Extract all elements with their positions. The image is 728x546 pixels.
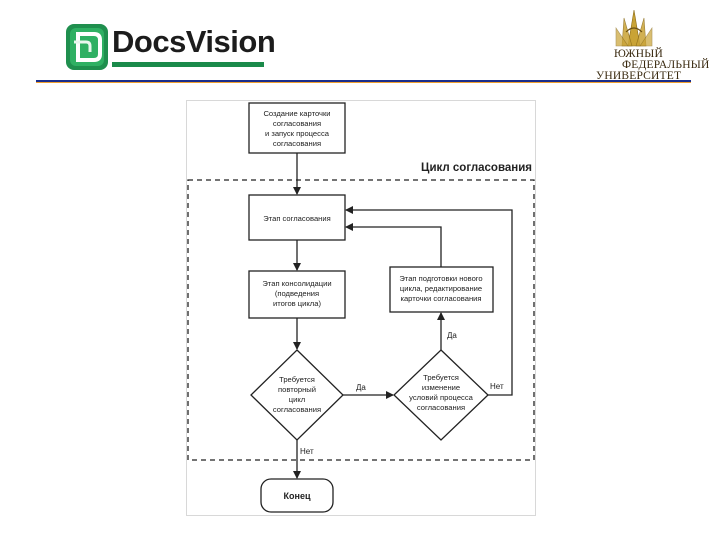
- svg-text:(подведения: (подведения: [275, 289, 319, 298]
- svg-text:согласования: согласования: [417, 403, 465, 412]
- approval-flowchart: Цикл согласования Создание карточки согл…: [186, 100, 536, 516]
- sunburst-emblem-icon: [615, 9, 653, 47]
- docsvision-emblem-icon: [66, 24, 108, 70]
- change-conditions-decision: Требуется изменение условий процесса сог…: [393, 349, 489, 441]
- svg-text:цикла, редактирование: цикла, редактирование: [400, 284, 482, 293]
- header-divider: [36, 80, 691, 83]
- end-terminator: Конец: [260, 478, 334, 513]
- arrow-no-to-stage: [345, 206, 513, 396]
- cycle-region: [187, 179, 535, 461]
- start-box: Создание карточки согласования и запуск …: [248, 102, 346, 154]
- label-yes-change: Да: [447, 331, 457, 340]
- university-line-1: ЮЖНЫЙ: [614, 48, 663, 60]
- svg-text:согласования: согласования: [273, 139, 321, 148]
- cycle-label: Цикл согласования: [421, 162, 532, 174]
- svg-text:согласования: согласования: [273, 119, 321, 128]
- svg-text:согласования: согласования: [273, 405, 321, 414]
- svg-text:Конец: Конец: [284, 491, 311, 501]
- docsvision-logo: [64, 22, 274, 74]
- svg-text:цикл: цикл: [289, 395, 305, 404]
- svg-text:Требуется: Требуется: [279, 375, 315, 384]
- svg-text:повторный: повторный: [278, 385, 316, 394]
- arrow-preparation-to-stage: [345, 223, 442, 267]
- svg-text:Требуется: Требуется: [423, 373, 459, 382]
- label-no-repeat: Нет: [300, 447, 314, 456]
- svg-text:Создание карточки: Создание карточки: [263, 109, 330, 118]
- svg-text:Этап подготовки нового: Этап подготовки нового: [399, 274, 482, 283]
- label-no-change: Нет: [490, 382, 504, 391]
- svg-text:и запуск процесса: и запуск процесса: [265, 129, 330, 138]
- university-line-3: УНИВЕРСИТЕТ: [596, 70, 682, 82]
- consolidation-box: Этап консолидации (подведения итогов цик…: [248, 270, 346, 319]
- university-logo: ЮЖНЫЙ ФЕДЕРАЛЬНЫЙ УНИВЕРСИТЕТ: [596, 6, 710, 82]
- approval-stage-box: Этап согласования: [248, 194, 346, 241]
- svg-text:Этап согласования: Этап согласования: [263, 214, 330, 223]
- slide-header: DocsVision ЮЖНЫЙ ФЕДЕРАЛЬНЫЙ УНИВЕРСИТЕТ: [0, 0, 728, 90]
- brand-name: DocsVision: [112, 24, 276, 59]
- svg-text:Этап консолидации: Этап консолидации: [262, 279, 331, 288]
- svg-text:условий процесса: условий процесса: [409, 393, 474, 402]
- connectors: [293, 153, 513, 479]
- svg-text:итогов цикла): итогов цикла): [273, 299, 321, 308]
- label-yes-repeat: Да: [356, 383, 366, 392]
- preparation-box: Этап подготовки нового цикла, редактиров…: [389, 266, 494, 313]
- svg-text:изменение: изменение: [422, 383, 460, 392]
- university-line-2: ФЕДЕРАЛЬНЫЙ: [622, 59, 710, 71]
- brand-underline: [112, 62, 264, 67]
- svg-text:карточки согласования: карточки согласования: [400, 294, 481, 303]
